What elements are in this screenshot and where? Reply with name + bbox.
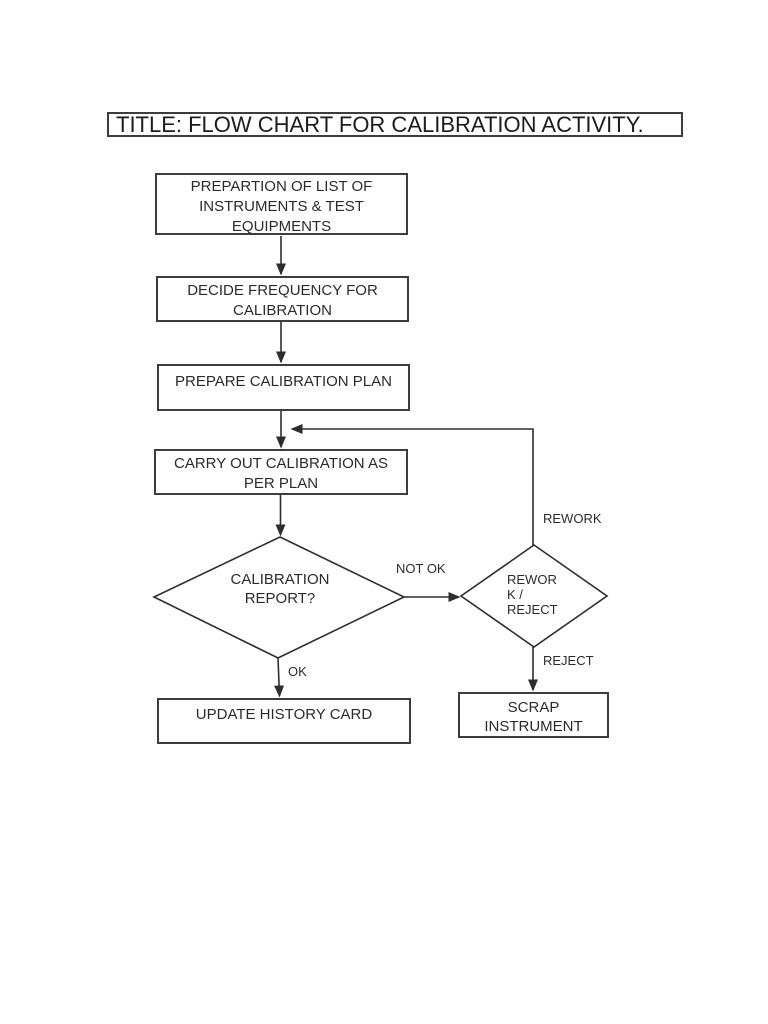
node-text-line: PREPARE CALIBRATION PLAN [174, 373, 392, 390]
node-text-line: INSTRUMENTS & TEST [199, 198, 364, 215]
node-preparation-of-list: PREPARTION OF LIST OF INSTRUMENTS & TEST… [155, 173, 408, 235]
node-scrap-instrument: SCRAP INSTRUMENT [458, 692, 609, 738]
node-text-line: REJECT [507, 602, 558, 617]
edge-rework-loop [290, 424, 534, 546]
edge-label-ok: OK [288, 664, 307, 679]
edge-label-not-ok: NOT OK [396, 561, 446, 576]
node-text-line: CARRY OUT CALIBRATION AS [174, 455, 388, 472]
decision-diamond-calibration-report [152, 536, 406, 659]
node-update-history-card: UPDATE HISTORY CARD [157, 698, 411, 744]
edge-report-to-update [274, 657, 285, 698]
edge-label-reject: REJECT [543, 653, 594, 668]
edge-label-rework: REWORK [543, 511, 602, 526]
node-text-line: SCRAP [507, 699, 560, 716]
diamond-label-calibration-report: CALIBRATION REPORT? [180, 570, 380, 608]
node-text-line: CALIBRATION [233, 302, 332, 319]
node-text-line: REWOR [507, 572, 557, 587]
node-text-line: K / [507, 587, 523, 602]
node-text-line: DECIDE FREQUENCY FOR [187, 282, 378, 299]
node-text-line: UPDATE HISTORY CARD [195, 706, 373, 723]
decision-diamond-rework-reject [459, 544, 609, 648]
node-text-line: EQUIPMENTS [231, 218, 332, 235]
node-text-line: INSTRUMENT [484, 718, 583, 735]
node-prepare-calibration-plan: PREPARE CALIBRATION PLAN [157, 364, 410, 411]
node-text-line: CALIBRATION [230, 571, 330, 588]
node-decide-frequency: DECIDE FREQUENCY FOR CALIBRATION [156, 276, 409, 322]
page-title-text: TITLE: FLOW CHART FOR CALIBRATION ACTIVI… [116, 111, 644, 137]
node-text-line: PER PLAN [243, 475, 319, 492]
node-text-line: PREPARTION OF LIST OF [190, 178, 373, 195]
node-carry-out-calibration: CARRY OUT CALIBRATION AS PER PLAN [154, 449, 408, 495]
page-title: TITLE: FLOW CHART FOR CALIBRATION ACTIVI… [107, 112, 683, 137]
diamond-label-rework-reject: REWOR K / REJECT [507, 572, 577, 617]
node-text-line: REPORT? [244, 590, 316, 607]
